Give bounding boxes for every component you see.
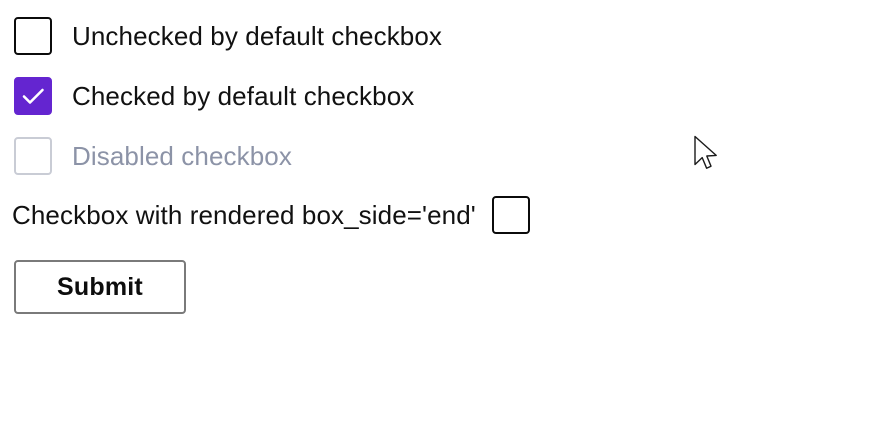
checkbox-empty-icon[interactable] bbox=[491, 196, 530, 234]
checkbox-row-box-side-end[interactable]: Checkbox with rendered box_side='end' bbox=[12, 196, 530, 234]
checkbox-row-unchecked[interactable]: Unchecked by default checkbox bbox=[14, 17, 442, 55]
checkbox-empty-icon[interactable] bbox=[14, 17, 52, 55]
checkbox-label-checked: Checked by default checkbox bbox=[72, 81, 415, 111]
checkbox-row-checked[interactable]: Checked by default checkbox bbox=[14, 77, 414, 115]
arrow-pointer-icon bbox=[694, 135, 717, 169]
checkbox-checked-box[interactable] bbox=[14, 77, 52, 115]
checkbox-label-disabled: Disabled checkbox bbox=[72, 141, 292, 171]
submit-button[interactable]: Submit bbox=[14, 260, 186, 314]
checkbox-row-disabled: Disabled checkbox bbox=[14, 137, 292, 175]
checkmark-icon bbox=[22, 88, 44, 104]
checkbox-label-unchecked: Unchecked by default checkbox bbox=[72, 21, 443, 51]
checkbox-disabled-icon bbox=[14, 137, 52, 175]
checkbox-label-box-side-end: Checkbox with rendered box_side='end' bbox=[12, 200, 476, 230]
